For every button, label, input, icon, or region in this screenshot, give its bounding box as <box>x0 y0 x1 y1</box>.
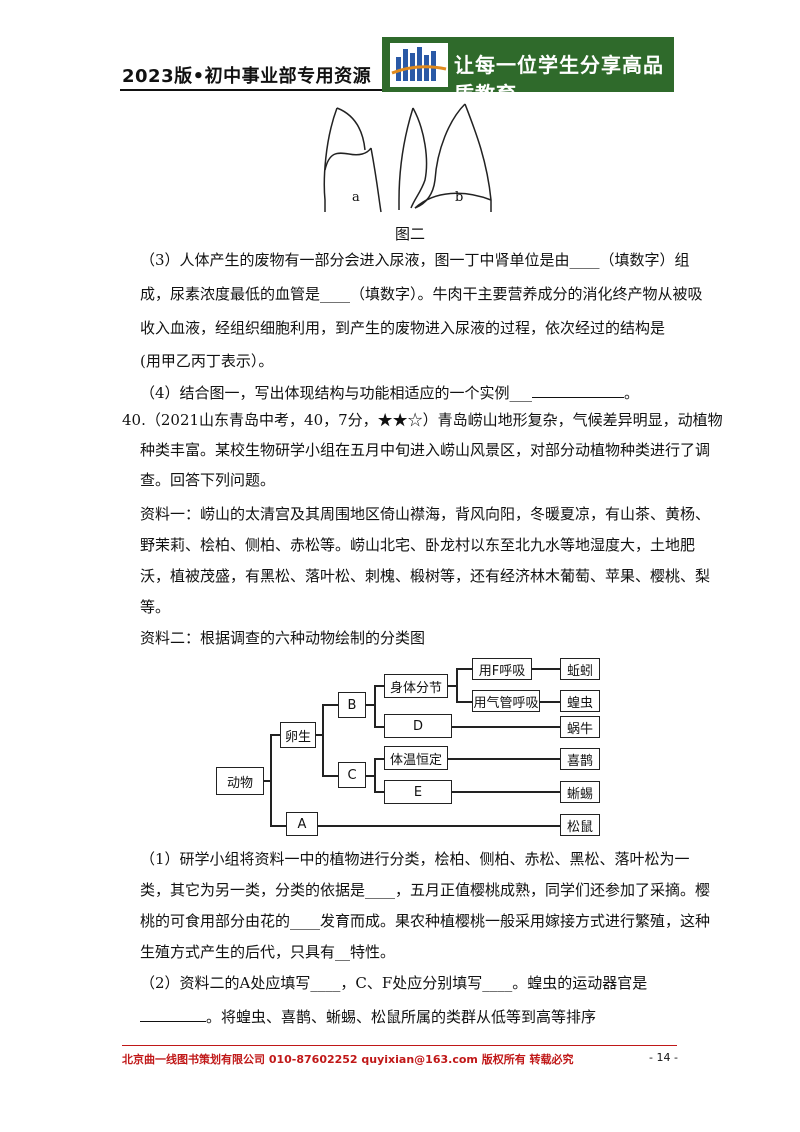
material-1-line-1: 资料一：崂山的太清宫及其周围地区倚山襟海，背风向阳，冬暖夏凉，有山茶、黄杨、 <box>140 505 711 523</box>
connector <box>456 701 472 703</box>
diagram-lizard: 蜥蜴 <box>560 781 600 803</box>
diagram-earthworm: 蚯蚓 <box>560 658 600 680</box>
connector <box>374 685 384 687</box>
connector <box>448 685 456 687</box>
connector <box>322 704 324 776</box>
material-1-line-2: 野茉莉、桧柏、侧柏、赤松等。崂山北宅、卧龙村以东至北九水等地湿度大，土地肥 <box>140 536 696 554</box>
diagram-root-animals: 动物 <box>216 767 264 795</box>
page-header: 2023版•初中事业部专用资源 让每一位学生分享高品质教育 <box>0 0 800 106</box>
diagram-locust: 蝗虫 <box>560 690 600 712</box>
sub-q2-text: 。将蝗虫、喜鹊、蜥蜴、松鼠所属的类群从低等到高等排序 <box>206 1008 597 1026</box>
sub-q2-line-1: （2）资料二的A处应填写____，C、F处应分别填写____。蝗虫的运动器官是 <box>140 974 648 992</box>
diagram-box-d: D <box>384 714 452 738</box>
footer-rule <box>122 1045 677 1046</box>
animal-classification-diagram: 动物 卵生 A 松鼠 B 身体分节 用F呼吸 蚯蚓 用气管呼吸 蝗虫 D 蜗牛 … <box>212 650 612 840</box>
footer-copyright: 北京曲一线图书策划有限公司 010-87602252 quyixian@163.… <box>122 1053 574 1066</box>
sub-q1-line-1: （1）研学小组将资料一中的植物进行分类，桧柏、侧柏、赤松、黑松、落叶松为一 <box>140 850 690 868</box>
page-footer: 北京曲一线图书策划有限公司 010-87602252 quyixian@163.… <box>122 1045 682 1066</box>
q4-end: 。 <box>624 384 640 402</box>
material-2-line-1: 资料二：根据调查的六种动物绘制的分类图 <box>140 629 426 647</box>
connector <box>270 734 280 736</box>
header-rule <box>120 89 382 91</box>
diagram-warm-blooded: 体温恒定 <box>384 746 448 770</box>
figure-2-label-b: b <box>455 190 464 205</box>
connector <box>452 791 560 793</box>
q3-line-3: 收入血液，经组织细胞利用，到产生的废物进入尿液的过程，依次经过的结构是 <box>140 319 666 337</box>
connector <box>270 825 286 827</box>
q3-line-4: (用甲乙丙丁表示）。 <box>140 352 274 370</box>
connector <box>374 758 376 792</box>
diagram-box-e: E <box>384 780 452 804</box>
connector <box>264 780 270 782</box>
connector <box>374 791 384 793</box>
q40-line-2: 种类丰富。某校生物研学小组在五月中旬进入崂山风景区，对部分动植物种类进行了调 <box>140 441 711 459</box>
connector <box>374 758 384 760</box>
q4-line-1: （4）结合图一，写出体现结构与功能相适应的一个实例___ 。 <box>140 383 639 401</box>
q4-text: （4）结合图一，写出体现结构与功能相适应的一个实例___ <box>140 384 533 402</box>
header-slogan: 让每一位学生分享高品质教育 <box>454 53 664 106</box>
connector <box>322 704 338 706</box>
sub-q1-line-2: 类，其它为另一类，分类的依据是____，五月正值樱桃成熟，同学们还参加了采摘。樱 <box>140 881 711 899</box>
header-title: 2023版•初中事业部专用资源 <box>122 66 372 87</box>
connector <box>366 704 374 706</box>
diagram-segmented: 身体分节 <box>384 674 448 698</box>
q40-line-3: 查。回答下列问题。 <box>140 471 276 489</box>
answer-blank[interactable] <box>140 1007 206 1022</box>
figure-2-caption: 图二 <box>395 225 426 243</box>
diagram-box-a: A <box>286 812 318 836</box>
diagram-squirrel: 松鼠 <box>560 814 600 836</box>
connector <box>316 734 322 736</box>
diagram-oviparous: 卵生 <box>280 722 316 748</box>
connector <box>452 726 560 728</box>
connector <box>448 758 560 760</box>
connector <box>540 701 560 703</box>
connector <box>456 668 458 702</box>
q3-line-1: （3）人体产生的废物有一部分会进入尿液，图一丁中肾单位是由____（填数字）组 <box>140 251 690 269</box>
figure-2-label-a: a <box>352 190 360 205</box>
sub-q1-line-4: 生殖方式产生的后代，只具有__特性。 <box>140 943 396 961</box>
sub-q2-line-2: 。将蝗虫、喜鹊、蜥蜴、松鼠所属的类群从低等到高等排序 <box>140 1007 596 1025</box>
diagram-snail: 蜗牛 <box>560 716 600 738</box>
connector <box>318 825 560 827</box>
connector <box>270 734 272 826</box>
figure-2-drawing <box>323 103 492 213</box>
page-number: - 14 - <box>649 1051 678 1064</box>
diagram-breathe-f: 用F呼吸 <box>472 658 532 680</box>
connector <box>374 685 376 727</box>
diagram-magpie: 喜鹊 <box>560 748 600 770</box>
connector <box>366 775 374 777</box>
diagram-box-c: C <box>338 762 366 788</box>
sub-q1-line-3: 桃的可食用部分由花的____发育而成。果农种植樱桃一般采用嫁接方式进行繁殖，这种 <box>140 912 711 930</box>
connector <box>532 668 560 670</box>
header-banner: 让每一位学生分享高品质教育 <box>382 37 674 106</box>
connector <box>322 775 338 777</box>
material-1-line-3: 沃，植被茂盛，有黑松、落叶松、刺槐、椴树等，还有经济林木葡萄、苹果、樱桃、梨 <box>140 567 711 585</box>
material-1-line-4: 等。 <box>140 598 171 616</box>
q3-line-2: 成，尿素浓度最低的血管是____（填数字）。牛肉干主要营养成分的消化终产物从被吸 <box>140 285 703 303</box>
diagram-box-b: B <box>338 692 366 718</box>
diagram-breathe-trachea: 用气管呼吸 <box>472 690 540 712</box>
answer-blank[interactable] <box>532 383 625 398</box>
q40-line-1: 40.（2021山东青岛中考，40，7分，★★☆）青岛崂山地形复杂，气候差异明显… <box>122 411 723 429</box>
books-logo-icon <box>390 43 448 87</box>
connector <box>456 668 472 670</box>
connector <box>374 726 384 728</box>
